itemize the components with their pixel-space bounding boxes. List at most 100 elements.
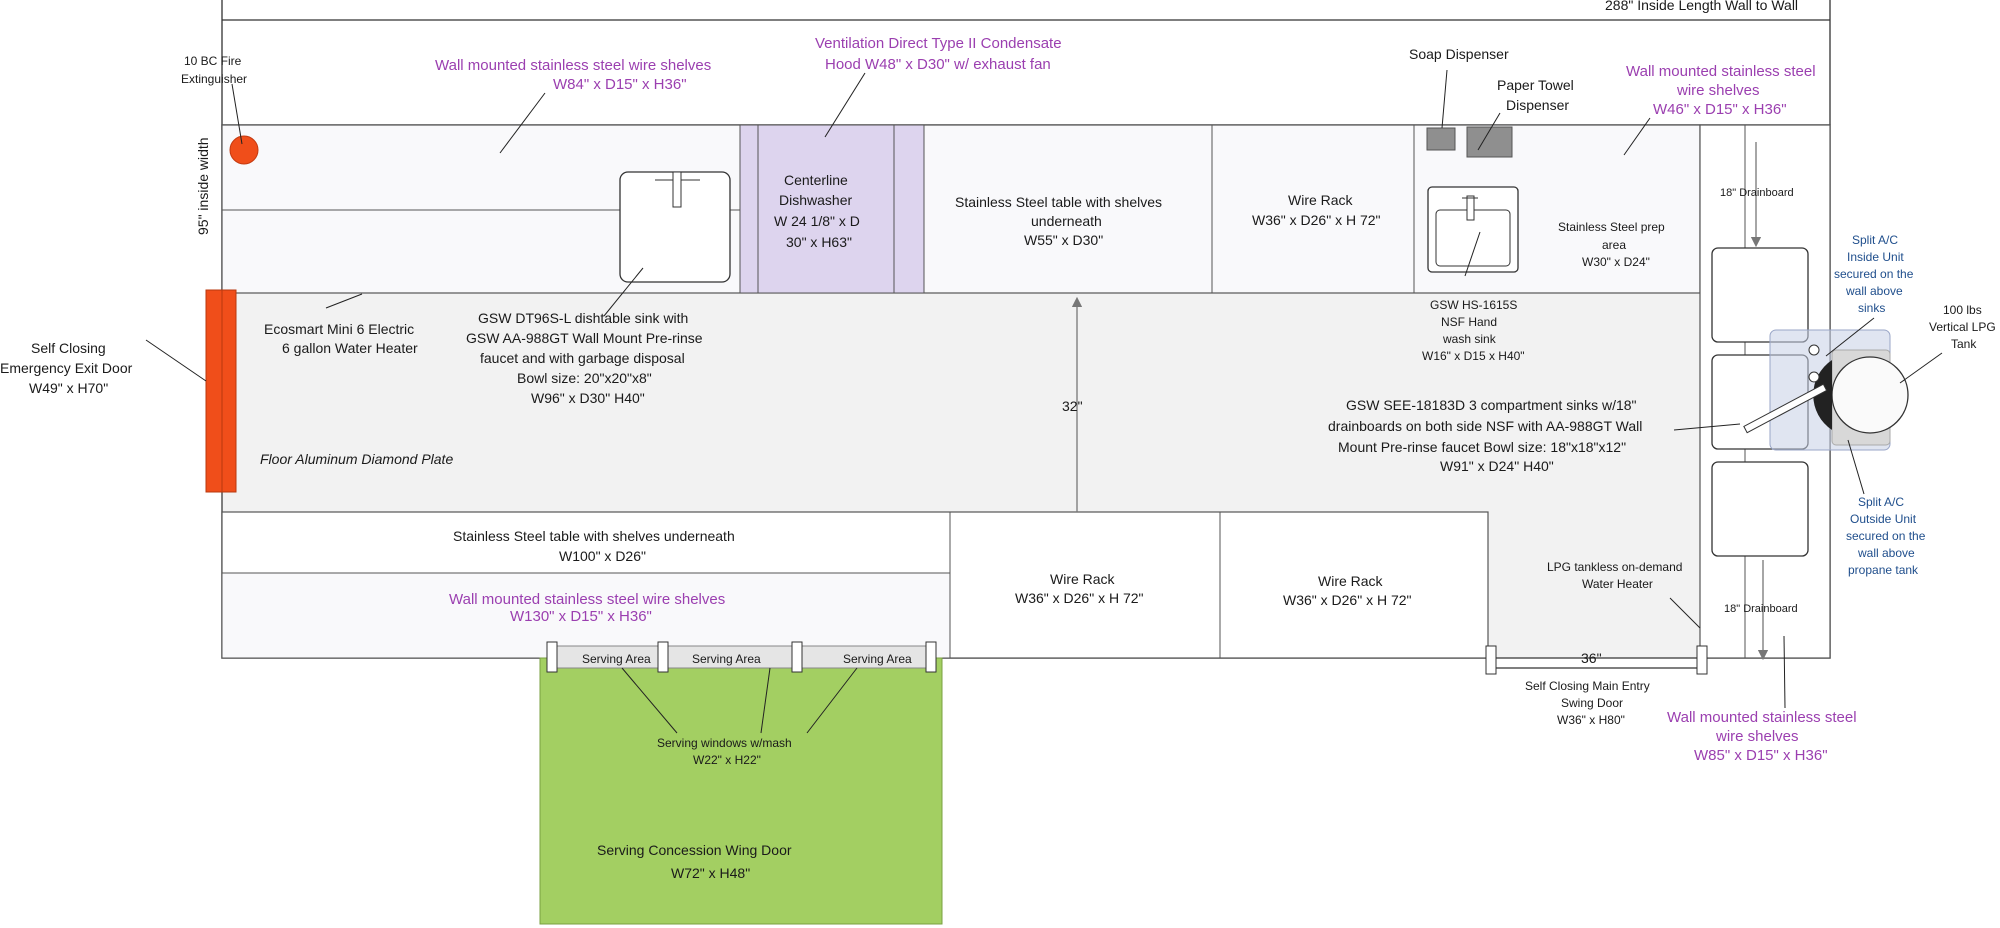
dishtable-label-5: W96" x D30" H40": [531, 390, 645, 406]
dishwasher-label-2: Dishwasher: [779, 192, 852, 208]
dishtable-label-4: Bowl size: 20"x20"x8": [517, 370, 652, 386]
dishtable-label-3: faucet and with garbage disposal: [480, 350, 685, 366]
hand-sink-label-3: wash sink: [1442, 332, 1497, 346]
ss-table-bottom-label-2: W100" x D26": [559, 548, 646, 564]
paper-towel-dispenser: [1466, 126, 1513, 158]
main-door-jamb-right: [1696, 645, 1708, 675]
main-door-dimension: 36": [1581, 650, 1602, 666]
hood-label-1: Ventilation Direct Type II Condensate: [815, 35, 1062, 52]
prep-area-label-3: W30" x D24": [1582, 255, 1650, 269]
aisle-dimension: 32": [1062, 398, 1083, 414]
dishwasher: [739, 124, 925, 294]
dishtable-label-1: GSW DT96S-L dishtable sink with: [478, 310, 688, 326]
floor-label: Floor Aluminum Diamond Plate: [260, 451, 453, 467]
fire-extinguisher-label-2: Extinguisher: [181, 72, 247, 86]
serving-area-label-1: Serving Area: [582, 652, 651, 666]
drainboard-top: 18" Drainboard: [1720, 187, 1794, 199]
dishtable-faucet: [672, 171, 682, 208]
length-dimension: 288" Inside Length Wall to Wall: [1605, 0, 1798, 13]
three-comp-sink-label-2: drainboards on both side NSF with AA-988…: [1328, 418, 1642, 434]
serving-post-2: [657, 641, 669, 673]
right-shelves-bottom-label-2: wire shelves: [1715, 728, 1799, 745]
lpg-tank-label-2: Vertical LPG: [1929, 320, 1996, 334]
wire-rack-b2-label-2: W36" x D26" x H 72": [1283, 592, 1412, 608]
top-shelves-label-2: W84" x D15" x H36": [553, 76, 687, 93]
ac-outside-label-3: secured on the: [1846, 529, 1926, 543]
wire-rack-top-label-2: W36" x D26" x H 72": [1252, 212, 1381, 228]
lpg-tank-label-1: 100 lbs: [1943, 303, 1982, 317]
bottom-shelves-label-1: Wall mounted stainless steel wire shelve…: [449, 591, 725, 608]
serving-area-label-3: Serving Area: [843, 652, 912, 666]
hood-label-2: Hood W48" x D30" w/ exhaust fan: [825, 56, 1051, 73]
water-heater-label-2: 6 gallon Water Heater: [282, 340, 418, 356]
serving-windows-label-1: Serving windows w/mash: [657, 736, 792, 750]
lpg-tank: [1831, 356, 1909, 434]
wire-rack-top-label-1: Wire Rack: [1288, 192, 1354, 208]
three-comp-sink-label-3: Mount Pre-rinse faucet Bowl size: 18"x18…: [1338, 439, 1626, 455]
right-shelves-top-label-2: wire shelves: [1676, 82, 1760, 99]
dishwasher-label-1: Centerline: [784, 172, 848, 188]
lpg-heater-label-2: Water Heater: [1582, 577, 1653, 591]
main-door-jamb-left: [1485, 645, 1497, 675]
fire-extinguisher-icon: [229, 135, 259, 165]
right-shelves-bottom-label-3: W85" x D15" x H36": [1694, 747, 1828, 764]
main-door-label-2: Swing Door: [1561, 696, 1623, 710]
hand-sink-label-1: GSW HS-1615S: [1430, 298, 1517, 312]
fire-extinguisher-label-1: 10 BC Fire: [184, 54, 242, 68]
serving-post-3: [791, 641, 803, 673]
wire-rack-b1-label-1: Wire Rack: [1050, 571, 1116, 587]
hand-sink-label-2: NSF Hand: [1441, 315, 1497, 329]
hand-sink-label-4: W16" x D15 x H40": [1422, 349, 1525, 363]
hand-sink-faucet: [1466, 195, 1475, 221]
ss-table-top-label-2: underneath: [1031, 213, 1102, 229]
serving-windows-label-2: W22" x H22": [693, 753, 761, 767]
serving-post-4: [925, 641, 937, 673]
ac-outside-label-2: Outside Unit: [1850, 512, 1917, 526]
ac-outside-label-1: Split A/C: [1858, 495, 1904, 509]
dishtable-label-2: GSW AA-988GT Wall Mount Pre-rinse: [466, 330, 703, 346]
ss-table-top-label-1: Stainless Steel table with shelves: [955, 194, 1162, 210]
main-door-label-3: W36" x H80": [1557, 713, 1625, 727]
wire-rack-b1-label-2: W36" x D26" x H 72": [1015, 590, 1144, 606]
three-comp-sink-label-4: W91" x D24" H40": [1440, 458, 1554, 474]
prep-area-label-2: area: [1602, 238, 1626, 252]
top-shelves-label-1: Wall mounted stainless steel wire shelve…: [435, 57, 711, 74]
ac-outside-label-5: propane tank: [1848, 563, 1919, 577]
ac-inside-label-1: Split A/C: [1852, 233, 1898, 247]
exit-door-label-1: Self Closing: [31, 340, 106, 356]
serving-wing-door: [539, 657, 943, 925]
dishwasher-label-4: 30" x H63": [786, 234, 852, 250]
right-shelves-top-label-1: Wall mounted stainless steel: [1626, 63, 1816, 80]
ac-inside-label-2: Inside Unit: [1847, 250, 1904, 264]
sink-bowl-3: [1711, 461, 1809, 557]
width-dimension: 95" inside width: [195, 137, 211, 235]
wing-door-label-2: W72" x H48": [671, 865, 750, 881]
lpg-tank-label-3: Tank: [1951, 337, 1977, 351]
wire-rack-b2-label-1: Wire Rack: [1318, 573, 1384, 589]
ss-table-top-label-3: W55" x D30": [1024, 232, 1103, 248]
three-comp-sink-label-1: GSW SEE-18183D 3 compartment sinks w/18": [1346, 397, 1637, 413]
dishwasher-label-3: W 24 1/8" x D: [774, 213, 860, 229]
right-shelves-top-label-3: W46" x D15" x H36": [1653, 101, 1787, 118]
sink-bowl-1: [1711, 247, 1809, 343]
bottom-shelves-label-2: W130" x D15" x H36": [510, 608, 652, 625]
drainboard-bottom: 18" Drainboard: [1724, 603, 1798, 615]
main-door-label-1: Self Closing Main Entry: [1525, 679, 1650, 693]
soap-label: Soap Dispenser: [1409, 46, 1509, 62]
soap-dispenser: [1426, 127, 1456, 151]
emergency-exit-door: [205, 289, 237, 493]
serving-area-label-2: Serving Area: [692, 652, 761, 666]
water-heater-label-1: Ecosmart Mini 6 Electric: [264, 321, 414, 337]
dimension-lines: [221, 0, 1831, 130]
three-compartment-faucet: [1743, 383, 1828, 434]
exit-door-label-3: W49" x H70": [29, 380, 108, 396]
serving-post-1: [546, 641, 558, 673]
right-shelves-bottom-label-1: Wall mounted stainless steel: [1667, 709, 1857, 726]
wing-door-label-1: Serving Concession Wing Door: [597, 842, 792, 858]
exit-door-label-2: Emergency Exit Door: [0, 360, 133, 376]
ac-outside-label-4: wall above: [1857, 546, 1915, 560]
ac-inside-label-4: wall above: [1845, 284, 1903, 298]
paper-towel-label-2: Dispenser: [1506, 97, 1569, 113]
ac-inside-label-3: secured on the: [1834, 267, 1914, 281]
